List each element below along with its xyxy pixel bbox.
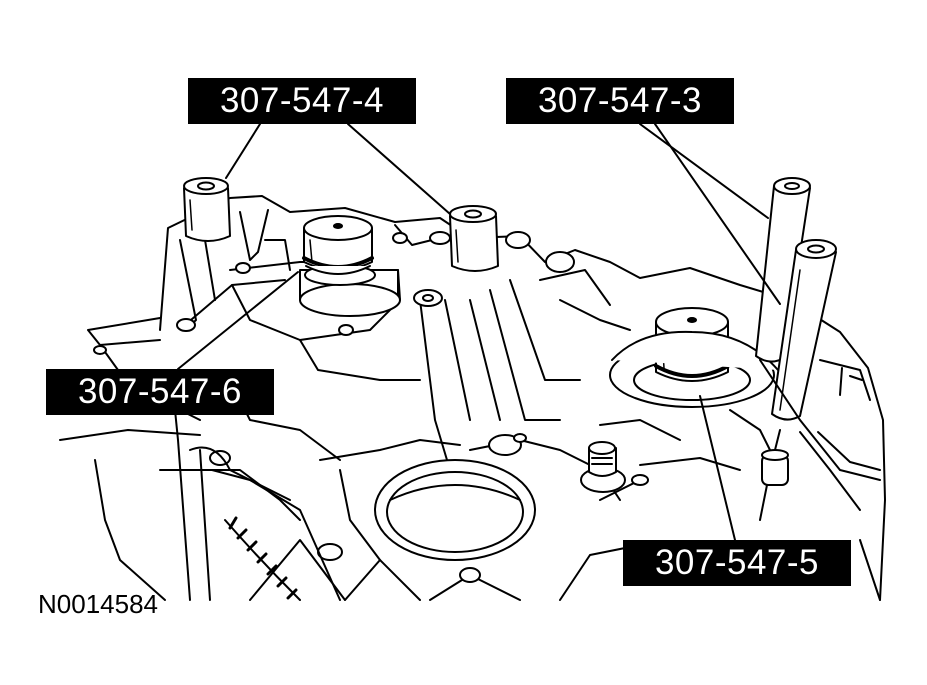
- main-bore: [374, 459, 536, 561]
- callout-tool-307-547-3: 307-547-3: [506, 78, 734, 124]
- post-tall-front: [771, 239, 837, 421]
- leader-lines: [177, 123, 781, 541]
- post-small-middle: [449, 205, 499, 272]
- tool-cylinder-right: [609, 307, 779, 408]
- figure-id: N0014584: [38, 589, 158, 619]
- callout-tool-307-547-5: 307-547-5: [623, 540, 851, 586]
- gear-teeth: [189, 446, 341, 601]
- post-small-left: [183, 177, 231, 242]
- right-housing-details: [599, 359, 881, 521]
- callout-tool-307-547-6: 307-547-6: [46, 369, 274, 415]
- plug: [580, 441, 626, 493]
- callout-tool-307-547-4: 307-547-4: [188, 78, 416, 124]
- tool-cylinder-left: [299, 215, 401, 317]
